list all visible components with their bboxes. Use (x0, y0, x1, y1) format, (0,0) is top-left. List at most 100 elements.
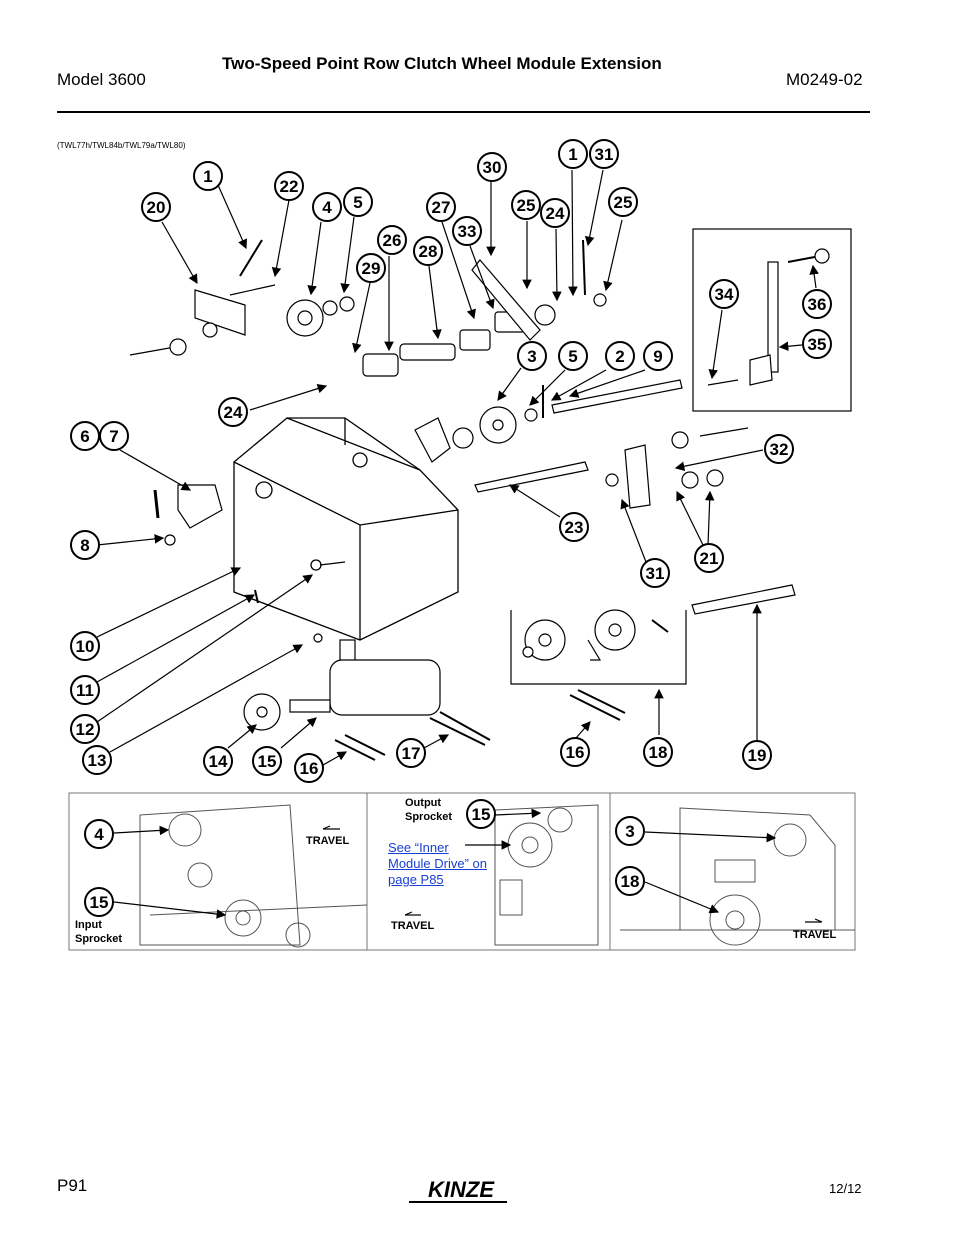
see-inner-module-drive-link[interactable]: See “Inner Module Drive” on page P85 (388, 840, 487, 887)
callout-17: 17 (396, 738, 426, 768)
callout-number: 16 (300, 759, 319, 778)
callout-number: 35 (808, 335, 827, 354)
callout-circle (559, 512, 589, 542)
callout-circle (605, 341, 635, 371)
callout-number: 31 (595, 145, 614, 164)
callout-circle (356, 253, 386, 283)
callout-number: 23 (565, 518, 584, 537)
parts-group (129, 239, 830, 761)
callout-circle (70, 631, 100, 661)
figure-code: (TWL77h/TWL84b/TWL79a/TWL80) (57, 141, 186, 150)
callout-number: 30 (483, 158, 502, 177)
callout-31: 31 (640, 558, 670, 588)
output-sprocket-label: Output Sprocket (405, 797, 453, 823)
detail-callout-3: 3 (615, 816, 645, 846)
callout-number: 27 (432, 198, 451, 217)
detail-leaders (113, 808, 823, 923)
callout-27: 27 (426, 192, 456, 222)
callout-number: 9 (653, 347, 662, 366)
module-housing (233, 417, 459, 641)
callout-circle (640, 558, 670, 588)
callout-circle (540, 198, 570, 228)
callout-12: 12 (70, 714, 100, 744)
callout-15: 15 (252, 746, 282, 776)
callout-number: 33 (458, 222, 477, 241)
callout-circle (709, 279, 739, 309)
callout-circle (802, 329, 832, 359)
callout-number: 17 (402, 744, 421, 763)
callout-35: 35 (802, 329, 832, 359)
callout-19: 19 (742, 740, 772, 770)
callout-24: 24 (218, 397, 248, 427)
callout-10: 10 (70, 631, 100, 661)
callout-20: 20 (141, 192, 171, 222)
callout-circle (643, 341, 673, 371)
callout-number: 4 (322, 198, 332, 217)
leader-lines (96, 169, 819, 766)
callout-circle (452, 216, 482, 246)
callout-number: 1 (203, 167, 212, 186)
callout-circle (70, 530, 100, 560)
callout-31: 31 (589, 139, 619, 169)
callout-circle (82, 745, 112, 775)
callout-4: 4 (312, 192, 342, 222)
callout-number: 8 (80, 536, 89, 555)
callout-number: 16 (566, 743, 585, 762)
detail-callout-18: 18 (615, 866, 645, 896)
model-label: Model 3600 (57, 70, 146, 89)
callout-number: 34 (715, 285, 734, 304)
callout-number: 15 (258, 752, 277, 771)
callout-circle (466, 799, 496, 829)
callout-number: 15 (90, 893, 109, 912)
callout-number: 3 (625, 822, 634, 841)
travel-label-right: TRAVEL (793, 929, 837, 941)
detail-panels (68, 792, 856, 951)
callout-16: 16 (294, 753, 324, 783)
callout-circle (517, 341, 547, 371)
logo-text: KINZE (428, 1177, 495, 1202)
kinze-logo: KINZE (407, 1177, 515, 1203)
callout-circle (396, 738, 426, 768)
callout-circle (426, 192, 456, 222)
detail-callout-15: 15 (84, 887, 114, 917)
callout-circle (589, 139, 619, 169)
callout-23: 23 (559, 512, 589, 542)
page-title: Two-Speed Point Row Clutch Wheel Module … (222, 54, 662, 73)
callout-circle (615, 816, 645, 846)
callout-number: 18 (649, 743, 668, 762)
callout-number: 4 (94, 825, 104, 844)
callout-number: 13 (88, 751, 107, 770)
callout-18: 18 (643, 737, 673, 767)
callout-circle (643, 737, 673, 767)
callout-28: 28 (413, 236, 443, 266)
callout-circle (742, 740, 772, 770)
callout-circle (558, 341, 588, 371)
callout-circle (252, 746, 282, 776)
callout-circle (70, 714, 100, 744)
detail-callout-4: 4 (84, 819, 114, 849)
callout-circle (141, 192, 171, 222)
callout-1: 1 (558, 139, 588, 169)
callout-number: 28 (419, 242, 438, 261)
callout-circle (84, 819, 114, 849)
callout-circle (203, 746, 233, 776)
callout-29: 29 (356, 253, 386, 283)
callout-number: 31 (646, 564, 665, 583)
callout-5: 5 (343, 187, 373, 217)
callout-number: 7 (109, 427, 118, 446)
callout-number: 1 (568, 145, 577, 164)
callout-circle (294, 753, 324, 783)
callout-6: 6 (70, 421, 100, 451)
page-number: P91 (57, 1176, 88, 1195)
callout-number: 5 (353, 193, 362, 212)
callout-circle (764, 434, 794, 464)
header-rule (57, 111, 870, 113)
callout-circle (802, 289, 832, 319)
callout-36: 36 (802, 289, 832, 319)
detail-sketches (139, 804, 855, 948)
input-sprocket-label: Input Sprocket (75, 919, 123, 945)
callout-number: 25 (517, 196, 536, 215)
callout-25: 25 (511, 190, 541, 220)
callout-3: 3 (517, 341, 547, 371)
